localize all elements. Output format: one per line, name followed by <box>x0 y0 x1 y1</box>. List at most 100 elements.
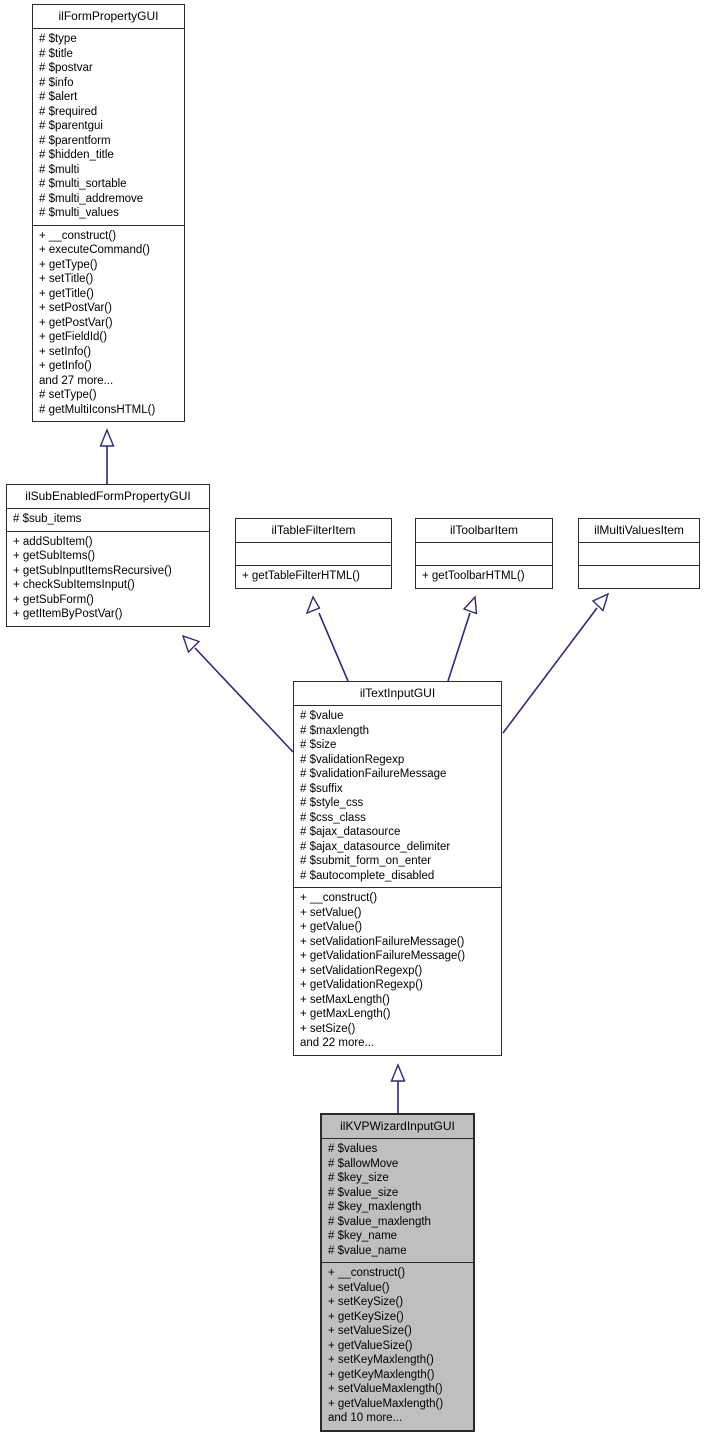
method-row: + getSubItems() <box>13 550 96 562</box>
attributes-ilTableFilterItem <box>236 543 391 565</box>
class-box-ilTableFilterItem[interactable]: ilTableFilterItem + getTableFilterHTML() <box>235 518 392 589</box>
attribute-row: # $title <box>39 47 73 60</box>
attribute-row: # $allowMove <box>328 1157 399 1170</box>
class-box-ilSubEnabledFormPropertyGUI[interactable]: ilSubEnabledFormPropertyGUI # $sub_items… <box>6 484 210 627</box>
method-row: + __construct() <box>300 892 378 904</box>
class-separator <box>579 542 699 543</box>
methods-ilKVPWizardInputGUI: + __construct() + setValue() + setKeySiz… <box>322 1263 473 1430</box>
method-row: # setType() <box>39 389 97 401</box>
class-box-ilFormPropertyGUI[interactable]: ilFormPropertyGUI # $type # $title # $po… <box>32 4 185 422</box>
attributes-ilToolbarItem <box>416 543 552 565</box>
methods-ilTextInputGUI: + __construct() + setValue() + getValue(… <box>294 888 501 1055</box>
attribute-row: # $multi <box>39 163 80 176</box>
method-row: + getValidationRegexp() <box>300 979 423 991</box>
attribute-row: # $postvar <box>39 62 93 74</box>
method-row-more: and 22 more... <box>300 1037 375 1049</box>
attribute-row: # $type <box>39 33 77 45</box>
method-row: + getFieldId() <box>39 331 108 343</box>
edge-ilTextInputGUI-to-ilMultiValuesItem <box>502 592 610 734</box>
method-row: + setPostVar() <box>39 302 112 314</box>
attribute-row: # $multi_addremove <box>39 192 144 205</box>
attribute-row: # $key_size <box>328 1172 389 1184</box>
method-row: + getValue() <box>300 921 363 933</box>
method-row: + getMaxLength() <box>300 1008 391 1020</box>
attributes-ilTextInputGUI: # $value # $maxlength # $size # $validat… <box>294 706 501 887</box>
class-name-ilKVPWizardInputGUI: ilKVPWizardInputGUI <box>340 1119 455 1133</box>
class-box-ilMultiValuesItem[interactable]: ilMultiValuesItem <box>578 518 700 589</box>
attribute-row: # $key_maxlength <box>328 1201 422 1213</box>
attribute-row: # $maxlength <box>300 724 370 737</box>
attribute-row: # $multi_sortable <box>39 178 127 190</box>
method-row: + getInfo() <box>39 360 92 372</box>
attribute-row: # $value <box>300 710 344 722</box>
class-name-ilTextInputGUI: ilTextInputGUI <box>359 686 436 700</box>
class-separator <box>294 887 501 888</box>
method-row: + addSubItem() <box>13 535 93 548</box>
method-row: + getTitle() <box>39 287 94 300</box>
method-row: + getToolbarHTML() <box>422 570 525 582</box>
method-row: + getValueMaxlength() <box>328 1397 444 1410</box>
class-name-ilMultiValuesItem: ilMultiValuesItem <box>594 523 684 537</box>
methods-ilTableFilterItem: + getTableFilterHTML() <box>236 566 391 588</box>
attribute-row: # $multi_values <box>39 207 119 219</box>
class-name-ilTableFilterItem: ilTableFilterItem <box>271 523 356 537</box>
method-row: + getItemByPostVar() <box>13 608 123 620</box>
attribute-row: # $autocomplete_disabled <box>300 869 435 882</box>
method-row-more: and 10 more... <box>328 1412 403 1424</box>
attribute-row: # $validationRegexp <box>300 753 405 766</box>
class-separator <box>416 565 552 566</box>
class-separator <box>322 1138 473 1139</box>
edge-ilTextInputGUI-to-ilTableFilterItem <box>305 595 349 682</box>
attribute-row: # $value_size <box>328 1186 399 1199</box>
attribute-row: # $parentgui <box>39 120 103 132</box>
class-box-ilKVPWizardInputGUI[interactable]: ilKVPWizardInputGUI # $values # $allowMo… <box>320 1113 475 1432</box>
attribute-row: # $info <box>39 76 74 89</box>
methods-ilToolbarItem: + getToolbarHTML() <box>416 566 552 588</box>
attribute-row: # $value_name <box>328 1244 407 1257</box>
attribute-row: # $suffix <box>300 782 343 795</box>
attribute-row: # $sub_items <box>13 513 82 525</box>
methods-ilSubEnabledFormPropertyGUI: + addSubItem() + getSubItems() + getSubI… <box>7 532 209 626</box>
method-row: + setValidationFailureMessage() <box>300 935 465 948</box>
class-separator <box>7 530 209 532</box>
method-row: + setTitle() <box>39 273 94 285</box>
method-row: + setValue() <box>300 906 362 919</box>
class-separator <box>579 565 699 566</box>
method-row: + setValue() <box>328 1281 390 1294</box>
method-row: + getKeyMaxlength() <box>328 1368 435 1381</box>
method-row: + checkSubItemsInput() <box>13 579 135 591</box>
attribute-row: # $size <box>300 739 337 751</box>
attributes-ilMultiValuesItem <box>579 543 699 565</box>
attribute-row: # $alert <box>39 91 78 103</box>
method-row: + getKeySize() <box>328 1310 404 1323</box>
method-row: + getTableFilterHTML() <box>242 570 360 582</box>
class-separator <box>236 542 391 543</box>
class-box-ilToolbarItem[interactable]: ilToolbarItem + getToolbarHTML() <box>415 518 553 589</box>
class-box-ilTextInputGUI[interactable]: ilTextInputGUI # $value # $maxlength # $… <box>293 681 502 1056</box>
method-row: + setKeyMaxlength() <box>328 1354 434 1366</box>
method-row: + getValueSize() <box>328 1339 413 1352</box>
method-row: + getValidationFailureMessage() <box>300 950 466 962</box>
method-row: + setKeySize() <box>328 1296 404 1308</box>
class-separator <box>33 224 184 226</box>
method-row: + executeCommand() <box>39 244 150 256</box>
attribute-row: # $values <box>328 1143 378 1155</box>
edge-ilKVPWizardInputGUI-to-ilTextInputGUI <box>390 1063 406 1113</box>
method-row: + __construct() <box>328 1267 406 1279</box>
attribute-row: # $submit_form_on_enter <box>300 855 432 867</box>
attribute-row: # $ajax_datasource <box>300 826 401 838</box>
method-row: + setMaxLength() <box>300 993 390 1006</box>
method-row: + setSize() <box>300 1022 356 1035</box>
methods-ilFormPropertyGUI: + __construct() + executeCommand() + get… <box>33 226 184 422</box>
class-separator <box>322 1262 473 1263</box>
attribute-row: # $validationFailureMessage <box>300 768 447 780</box>
method-row: + getPostVar() <box>39 316 113 329</box>
methods-ilMultiValuesItem <box>579 566 699 588</box>
method-row: + getSubInputItemsRecursive() <box>13 564 172 577</box>
class-separator <box>416 542 552 543</box>
class-separator <box>7 508 209 509</box>
edge-ilTextInputGUI-to-ilSubEnabledFormPropertyGUI <box>181 634 294 753</box>
edge-ilSubEnabledFormPropertyGUI-to-ilFormPropertyGUI <box>99 428 115 484</box>
method-row: + getType() <box>39 258 98 271</box>
method-row: # getMultiIconsHTML() <box>39 403 156 416</box>
